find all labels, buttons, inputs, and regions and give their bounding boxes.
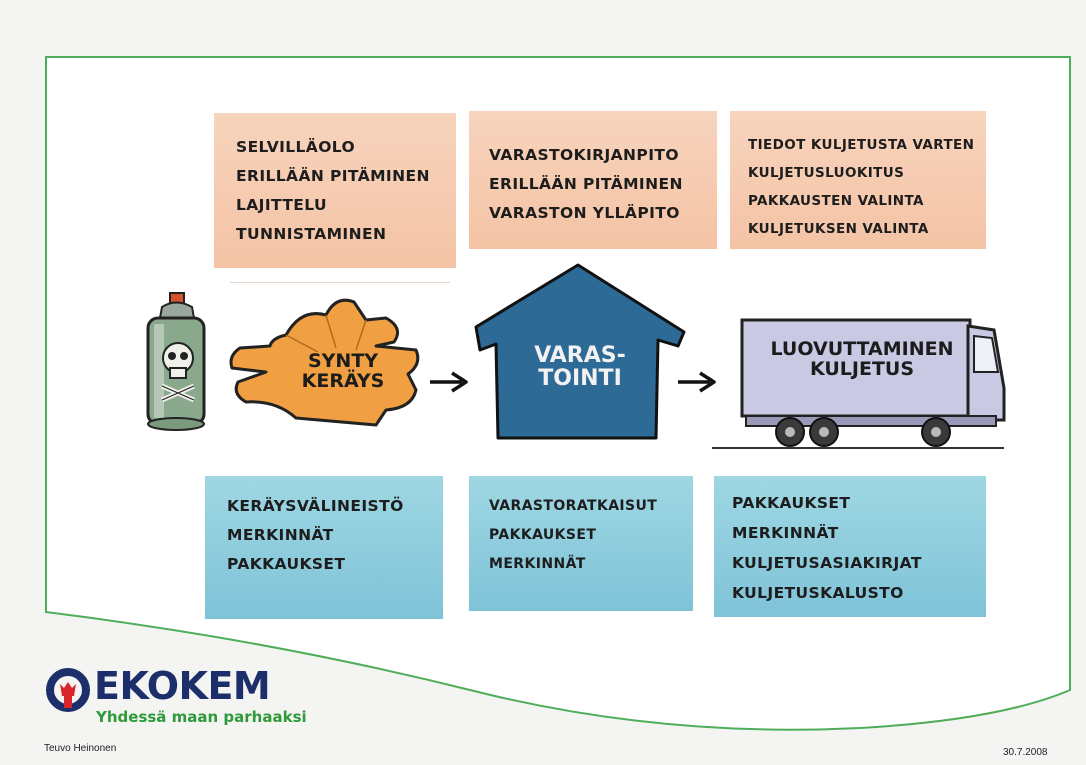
info-line: Erillään pitäminen [489, 175, 683, 193]
info-line: Merkinnät [489, 556, 586, 572]
stage-storage-line1: Varas- [534, 343, 626, 368]
info-line: Kuljetusluokitus [748, 165, 905, 181]
info-line: Pakkaukset [489, 527, 597, 543]
info-box-transport-equipment: Pakkaukset Merkinnät Kuljetusasiakirjat … [714, 476, 986, 617]
info-line: Selvilläolo [236, 138, 356, 156]
info-line: Erillään pitäminen [236, 167, 430, 185]
arrow-right-icon [678, 371, 716, 393]
info-line: Varaston ylläpito [489, 204, 680, 222]
storage-house-icon [474, 263, 686, 440]
ekokem-logo-icon [46, 668, 90, 712]
info-line: Keräysvälineistö [227, 497, 404, 515]
info-line: Kuljetusasiakirjat [732, 554, 922, 572]
stage-storage-line2: tointi [538, 366, 622, 392]
info-line: Tunnistaminen [236, 225, 387, 243]
info-line: Kuljetuskalusto [732, 584, 904, 602]
info-box-storage-tasks: Varastokirjanpito Erillään pitäminen Var… [469, 111, 717, 249]
info-line: Lajittelu [236, 196, 328, 214]
stage-collection-label: Synty Keräys [288, 350, 398, 392]
info-line: Kuljetuksen valinta [748, 221, 929, 237]
info-line: Tiedot kuljetusta varten [748, 137, 975, 153]
info-line: Merkinnät [227, 526, 334, 544]
logo-slogan: Yhdessä maan parhaaksi [96, 708, 307, 726]
truck-icon [712, 318, 1006, 449]
stage-transport-line1: Luovuttaminen [770, 338, 954, 360]
info-box-transport-tasks: Tiedot kuljetusta varten Kuljetusluokitu… [730, 111, 986, 249]
info-box-collection-tasks: Selvilläolo Erillään pitäminen Lajittelu… [214, 113, 456, 268]
info-line: Varastokirjanpito [489, 146, 679, 164]
stage-collection-line2: Keräys [301, 369, 385, 392]
info-line: Varastoratkaisut [489, 498, 658, 514]
info-box-collection-equipment: Keräysvälineistö Merkinnät Pakkaukset [205, 476, 443, 619]
info-box-storage-equipment: Varastoratkaisut Pakkaukset Merkinnät [469, 476, 693, 611]
info-line: Pakkaukset [227, 555, 346, 573]
footer-author: Teuvo Heinonen [44, 743, 117, 754]
info-line: Pakkaukset [732, 494, 851, 512]
hazardous-spray-can-icon [146, 292, 206, 431]
glove-icon [229, 298, 420, 427]
info-line: Merkinnät [732, 524, 839, 542]
stage-collection-line1: Synty [307, 350, 379, 372]
logo-name: EKOKEM [94, 664, 271, 708]
divider [230, 282, 450, 283]
arrow-right-icon [430, 371, 468, 393]
info-line: Pakkausten valinta [748, 193, 924, 209]
stage-storage-label: Varas- tointi [520, 344, 640, 390]
stage-transport-label: Luovuttaminen Kuljetus [752, 338, 972, 380]
stage-transport-line2: Kuljetus [809, 357, 915, 380]
footer-date: 30.7.2008 [1003, 747, 1048, 758]
